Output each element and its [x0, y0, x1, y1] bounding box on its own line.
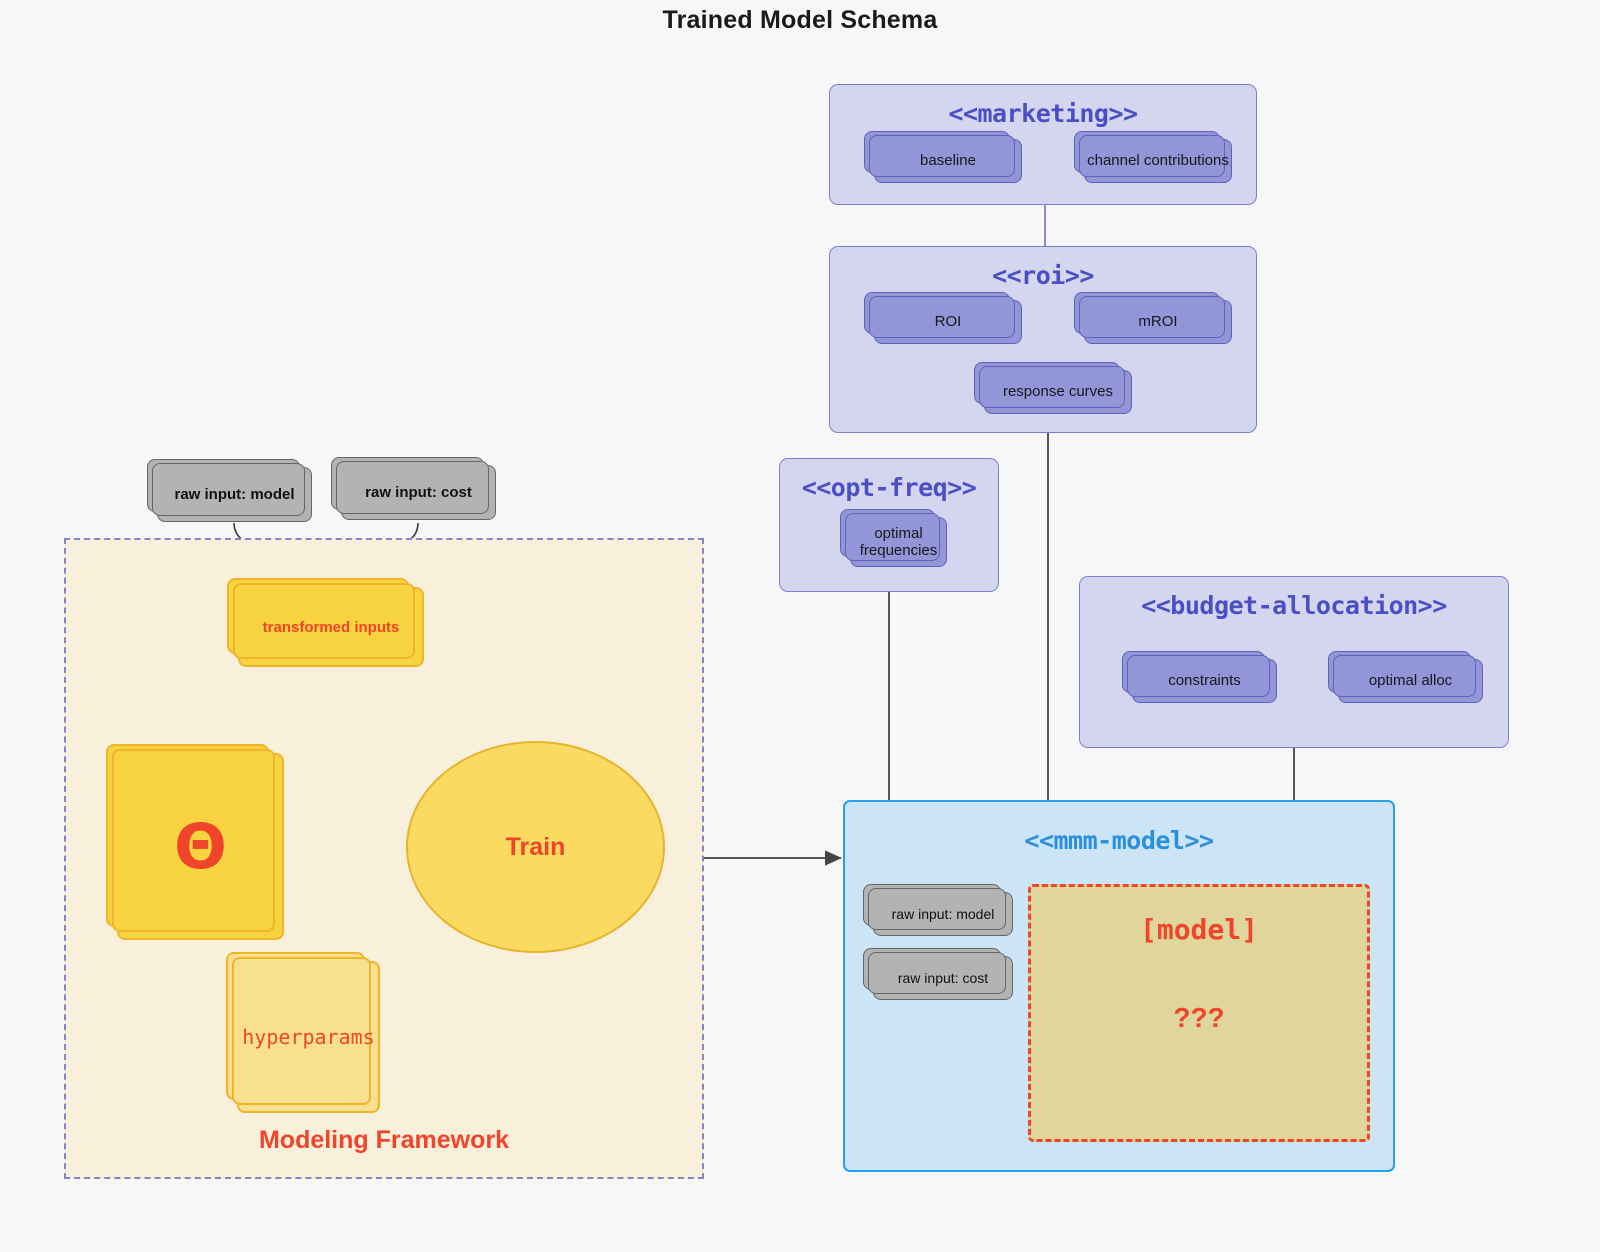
package-mmm-model-title: <<mmm-model>>: [1024, 826, 1214, 855]
modeling-framework-label: Modeling Framework: [258, 1126, 510, 1154]
package-budget-allocation[interactable]: <<budget-allocation>> constraints optima…: [1079, 576, 1509, 748]
package-budget-allocation-title: <<budget-allocation>>: [1141, 591, 1447, 620]
page-title: Trained Model Schema: [662, 6, 938, 34]
external-input-raw-input-cost-label: raw input: cost: [365, 483, 472, 501]
node-baseline-label: baseline: [920, 152, 976, 170]
mmm-input-raw-input-cost[interactable]: raw input: cost: [863, 948, 1013, 1000]
theta-symbol: Θ: [174, 810, 227, 883]
node-hyperparams-label: hyperparams: [242, 1025, 375, 1049]
node-roi-label: ROI: [934, 313, 962, 331]
node-channel-contributions[interactable]: channel contributions: [1074, 131, 1232, 183]
node-optimal-frequencies[interactable]: optimal frequencies: [840, 509, 947, 567]
package-roi-title: <<roi>>: [992, 261, 1094, 290]
package-mmm-model[interactable]: <<mmm-model>> raw input: model raw input…: [843, 800, 1395, 1172]
node-hyperparams[interactable]: hyperparams: [226, 952, 380, 1113]
node-roi[interactable]: ROI: [864, 292, 1022, 344]
train-activity[interactable]: Train: [406, 741, 665, 953]
package-opt-freq[interactable]: <<opt-freq>> optimal frequencies: [779, 458, 999, 592]
train-activity-label: Train: [505, 832, 566, 861]
model-placeholder-label: [model]: [1139, 913, 1258, 946]
node-optimal-frequencies-label-line2: frequencies: [859, 542, 938, 559]
node-response-curves-label: response curves: [1002, 383, 1114, 401]
mmm-input-raw-input-model[interactable]: raw input: model: [863, 884, 1013, 936]
node-transformed-inputs[interactable]: transformed inputs: [227, 578, 424, 667]
model-unknown-label: ???: [1173, 1002, 1225, 1033]
node-channel-contributions-label: channel contributions: [1087, 152, 1229, 170]
model-placeholder-box[interactable]: [model] ???: [1028, 884, 1370, 1142]
mmm-input-raw-input-cost-label: raw input: cost: [897, 969, 989, 986]
node-constraints-label: constraints: [1168, 672, 1241, 690]
node-mroi[interactable]: mROI: [1074, 292, 1232, 344]
node-response-curves[interactable]: response curves: [974, 362, 1132, 414]
external-input-raw-input-model[interactable]: raw input: model: [147, 459, 312, 522]
external-input-raw-input-model-label: raw input: model: [174, 485, 295, 503]
node-constraints[interactable]: constraints: [1122, 651, 1277, 703]
external-input-raw-input-cost[interactable]: raw input: cost: [331, 457, 496, 520]
mmm-input-raw-input-model-label: raw input: model: [891, 905, 995, 922]
node-optimal-alloc-label: optimal alloc: [1368, 672, 1453, 690]
package-roi[interactable]: <<roi>> ROI mROI response curves: [829, 246, 1257, 433]
package-marketing[interactable]: <<marketing>> baseline channel contribut…: [829, 84, 1257, 205]
node-optimal-alloc[interactable]: optimal alloc: [1328, 651, 1483, 703]
node-optimal-frequencies-label-line1: optimal: [874, 524, 923, 542]
node-mroi-label: mROI: [1138, 313, 1178, 331]
node-transformed-inputs-label: transformed inputs: [262, 618, 400, 636]
package-marketing-title: <<marketing>>: [948, 99, 1138, 128]
node-theta[interactable]: Θ: [106, 744, 284, 940]
node-baseline[interactable]: baseline: [864, 131, 1022, 183]
package-opt-freq-title: <<opt-freq>>: [801, 473, 977, 502]
